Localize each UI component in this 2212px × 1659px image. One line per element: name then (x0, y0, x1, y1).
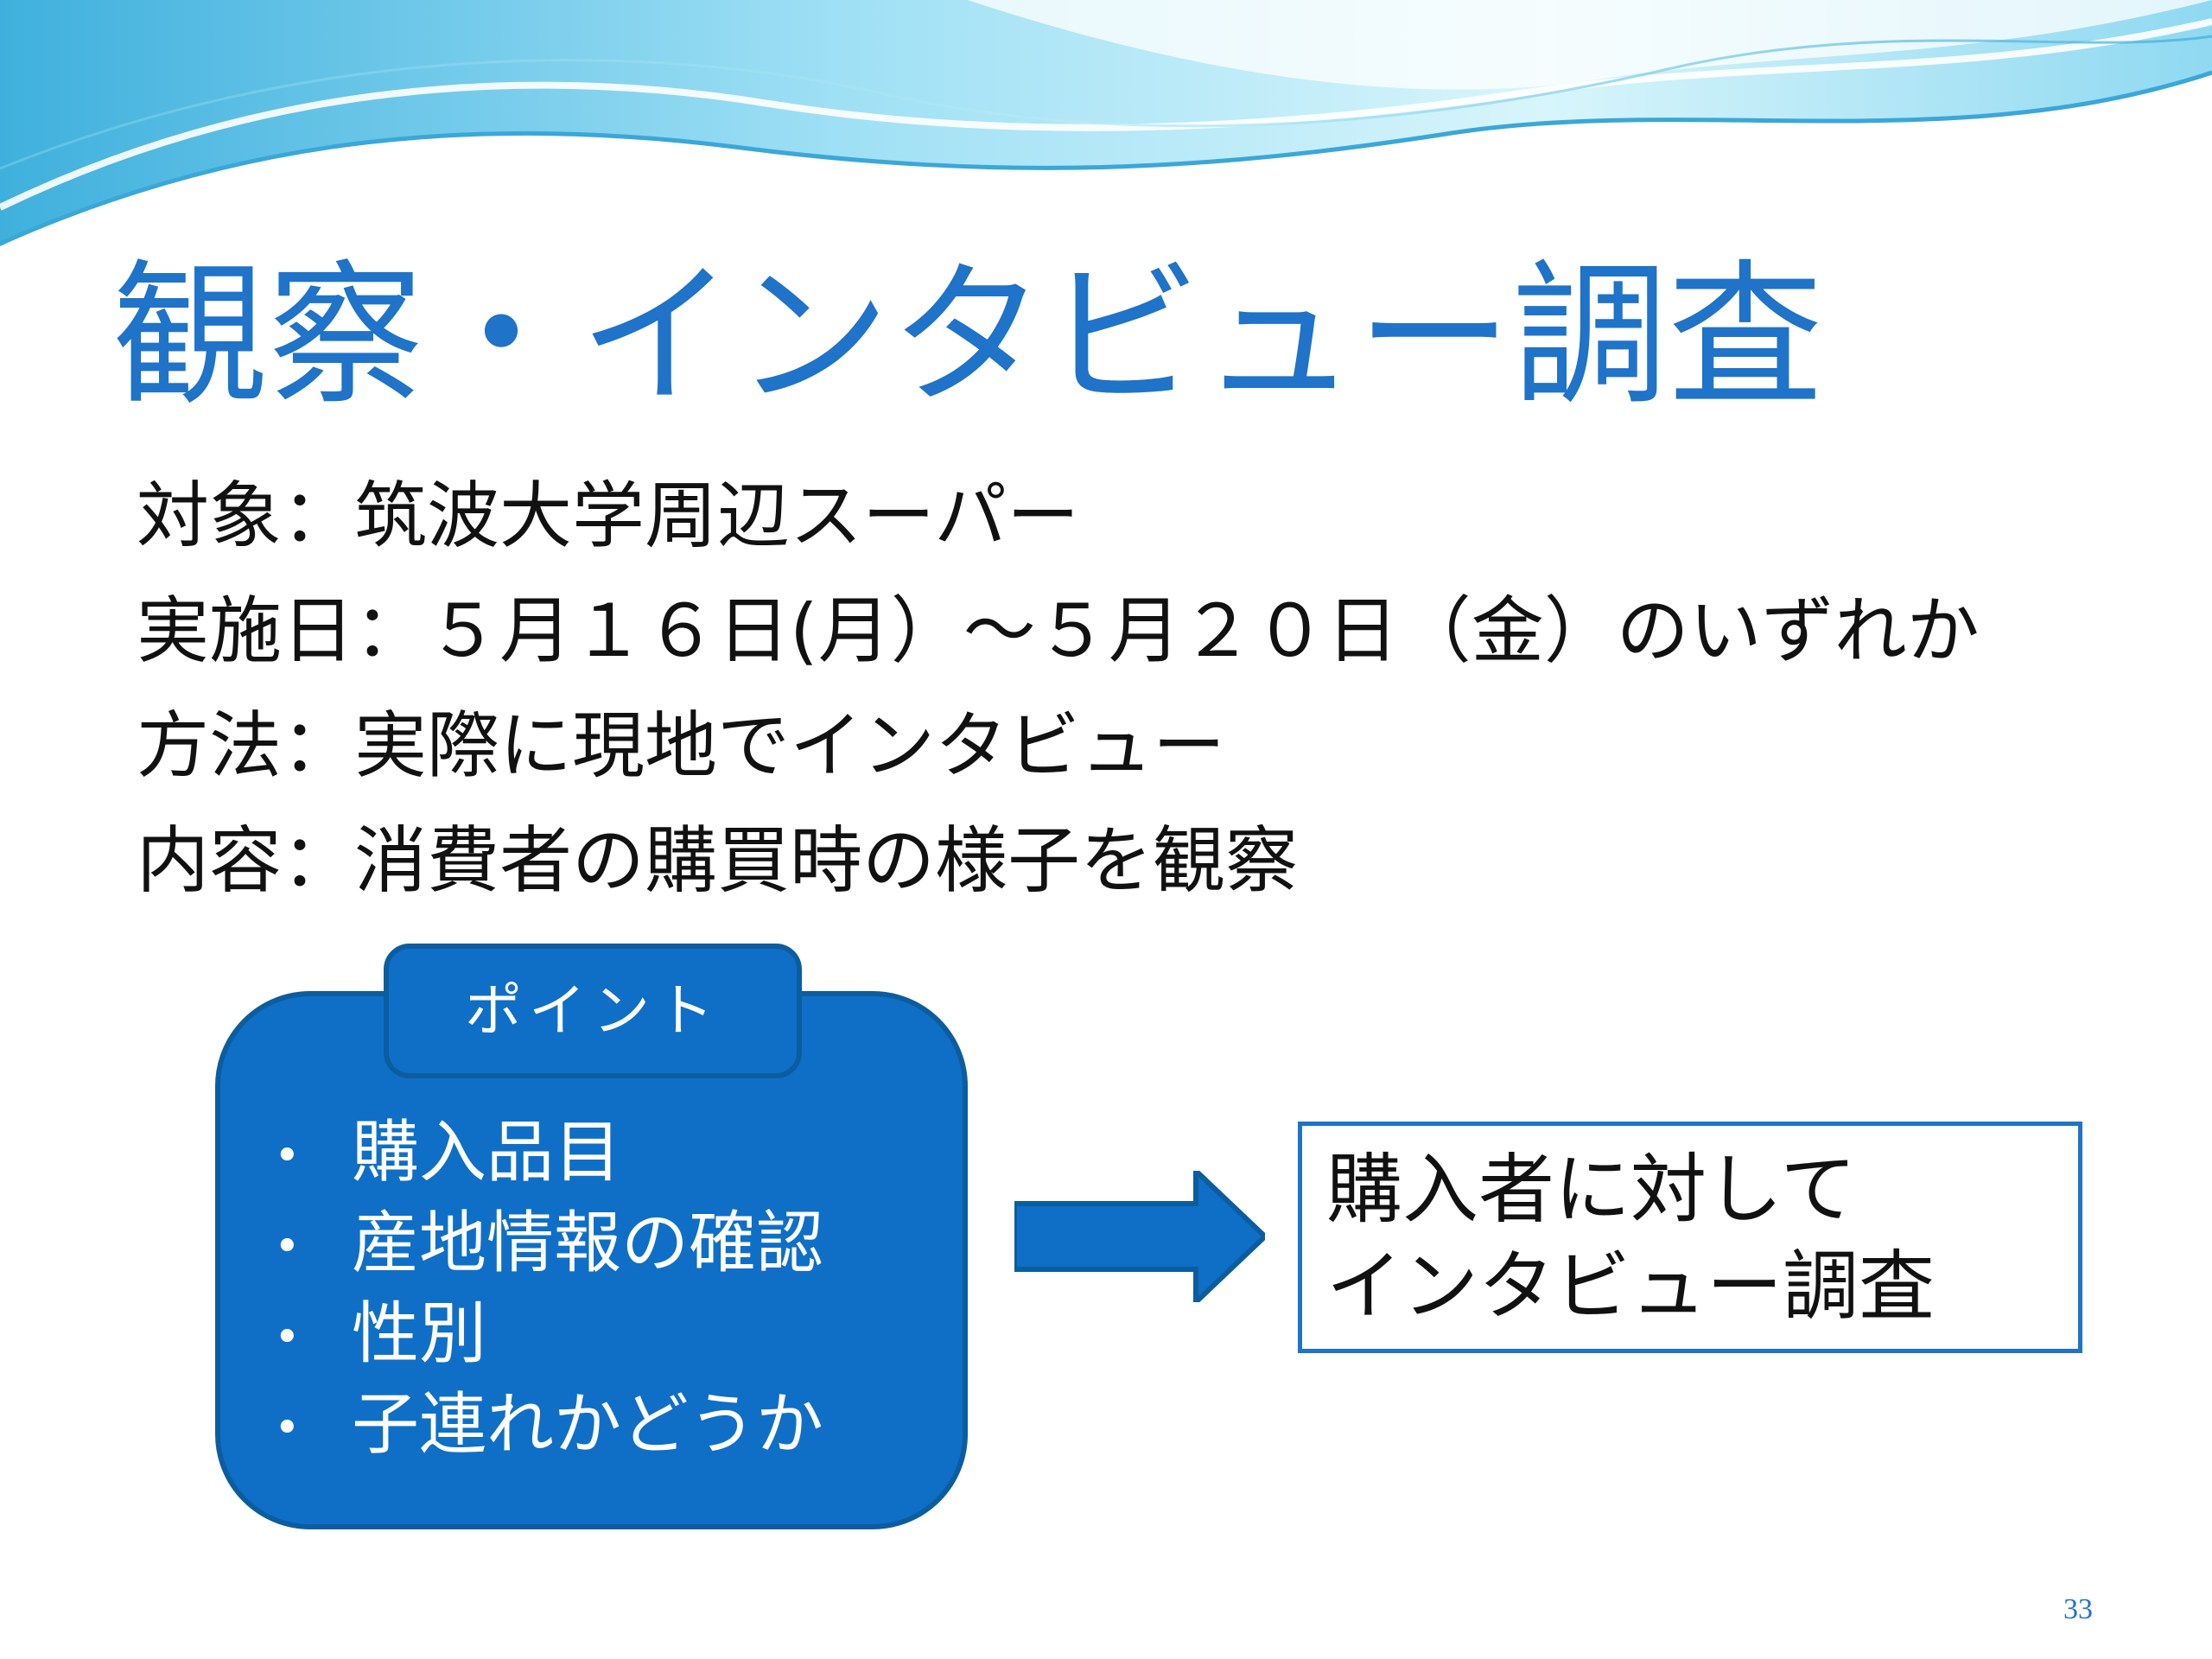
slide-title: 観察・インタビュー調査 (112, 246, 1824, 427)
survey-details: 対象：筑波大学周辺スーパー 実施日：５月１６日(月）～５月２０日（金）のいずれか… (137, 474, 2055, 933)
arrow-right-icon (1014, 1171, 1265, 1302)
point-tab: ポイント (384, 944, 802, 1078)
list-item: • 産地情報の確認 (274, 1200, 823, 1291)
bullet-dot-icon: • (274, 1130, 301, 1183)
list-item: • 性別 (274, 1291, 823, 1382)
point-list: • 購入品目 • 産地情報の確認 • 性別 • 子連れかどうか (274, 1109, 823, 1472)
page-number: 33 (2063, 1593, 2093, 1625)
decorative-wave-header (0, 0, 2212, 246)
bullet-dot-icon: • (274, 1312, 301, 1364)
point-box (215, 991, 968, 1529)
result-line-2: インタビュー調査 (1326, 1242, 1936, 1331)
date-line: 実施日：５月１６日(月）～５月２０日（金）のいずれか (137, 588, 1980, 674)
point-item-label: 購入品目 (352, 1114, 622, 1192)
list-item: • 子連れかどうか (274, 1382, 823, 1472)
point-item-label: 産地情報の確認 (352, 1205, 824, 1283)
list-item: • 購入品目 (274, 1109, 823, 1200)
interview-result-box: 購入者に対して インタビュー調査 (1298, 1122, 2082, 1353)
point-item-label: 子連れかどうか (352, 1386, 824, 1465)
bullet-dot-icon: • (274, 1221, 301, 1274)
result-line-1: 購入者に対して (1326, 1145, 1857, 1234)
content-line: 内容：消費者の購買時の様子を観察 (137, 818, 1299, 904)
bullet-dot-icon: • (274, 1402, 301, 1455)
method-line: 方法：実際に現地でインタビュー (137, 703, 1226, 789)
target-line: 対象：筑波大学周辺スーパー (137, 474, 1080, 558)
point-item-label: 性別 (352, 1295, 487, 1374)
